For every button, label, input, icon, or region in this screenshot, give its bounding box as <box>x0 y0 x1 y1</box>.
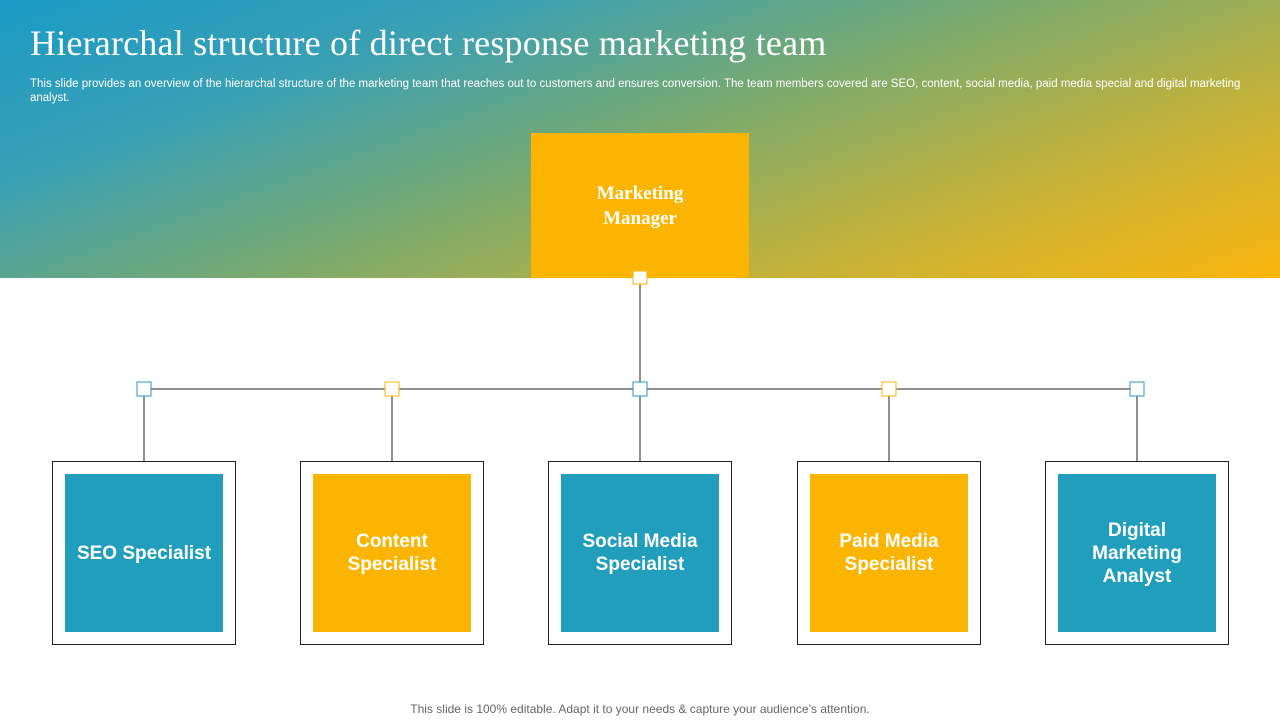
member-label: SEO Specialist <box>76 542 212 564</box>
footer-note: This slide is 100% editable. Adapt it to… <box>410 702 870 716</box>
member-card-fill: Digital Marketing Analyst <box>1058 474 1216 632</box>
member-card-social-media: Social Media Specialist <box>548 461 732 645</box>
slide-subtitle: This slide provides an overview of the h… <box>30 78 1241 104</box>
member-label: Content Specialist <box>347 531 437 575</box>
node-marker-2 <box>384 381 400 397</box>
root-node-marker <box>632 270 648 285</box>
marketing-manager-label: Marketing Manager <box>596 182 684 229</box>
marketing-manager-box: Marketing Manager <box>531 133 749 278</box>
member-card-content: Content Specialist <box>300 461 484 645</box>
member-card-seo: SEO Specialist <box>52 461 236 645</box>
node-marker-1 <box>136 381 152 397</box>
member-card-fill: SEO Specialist <box>65 474 223 632</box>
member-card-fill: Content Specialist <box>313 474 471 632</box>
slide-title: Hierarchal structure of direct response … <box>30 23 827 63</box>
node-marker-4 <box>881 381 897 397</box>
member-card-digital-marketing: Digital Marketing Analyst <box>1045 461 1229 645</box>
member-label: Digital Marketing Analyst <box>1092 519 1182 587</box>
member-label: Social Media Specialist <box>582 531 698 575</box>
member-label: Paid Media Specialist <box>839 531 939 575</box>
member-card-fill: Paid Media Specialist <box>810 474 968 632</box>
member-card-fill: Social Media Specialist <box>561 474 719 632</box>
node-marker-3 <box>632 381 648 397</box>
member-card-paid-media: Paid Media Specialist <box>797 461 981 645</box>
node-marker-5 <box>1129 381 1145 397</box>
